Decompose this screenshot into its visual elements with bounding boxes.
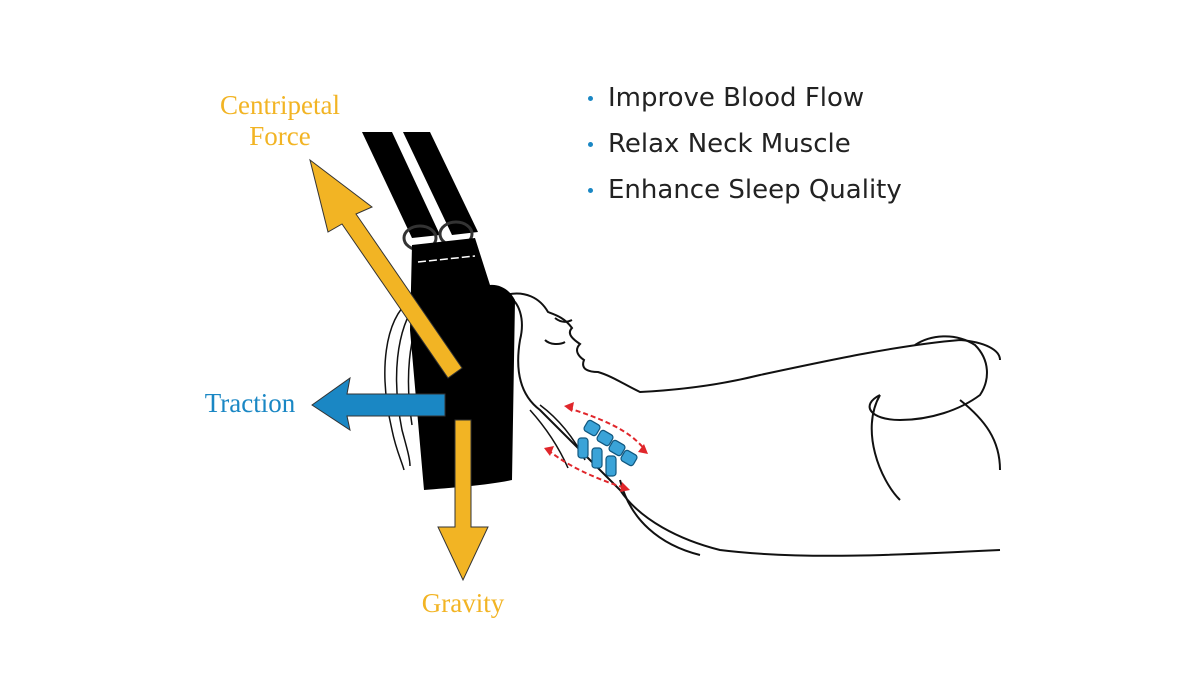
traction-arrow (311, 376, 446, 432)
benefit-item: Enhance Sleep Quality (582, 170, 902, 216)
traction-label: Traction (204, 388, 296, 418)
stretch-indicator (547, 407, 646, 489)
benefit-item: Relax Neck Muscle (582, 124, 902, 170)
benefit-text: Enhance Sleep Quality (608, 175, 902, 205)
benefit-text: Improve Blood Flow (608, 83, 865, 113)
cervical-spine (577, 419, 638, 477)
bullet-icon (588, 96, 593, 101)
benefits-list: Improve Blood Flow Relax Neck Muscle Enh… (582, 78, 902, 216)
benefit-item: Improve Blood Flow (582, 78, 902, 124)
stretch-arrowheads (544, 402, 648, 492)
pad-stitching (417, 255, 476, 263)
label-line: Centripetal (220, 90, 340, 120)
head-pad (410, 238, 515, 490)
hammock-straps (362, 132, 478, 238)
centripetal-force-arrow (309, 158, 463, 379)
bullet-icon (588, 188, 593, 193)
gravity-label: Gravity (421, 588, 505, 618)
gravity-arrow (437, 419, 489, 582)
bullet-icon (588, 142, 593, 147)
label-line: Force (249, 121, 311, 151)
person-outline (504, 292, 1001, 557)
centripetal-force-label: Centripetal Force (190, 90, 370, 152)
benefit-text: Relax Neck Muscle (608, 129, 851, 159)
